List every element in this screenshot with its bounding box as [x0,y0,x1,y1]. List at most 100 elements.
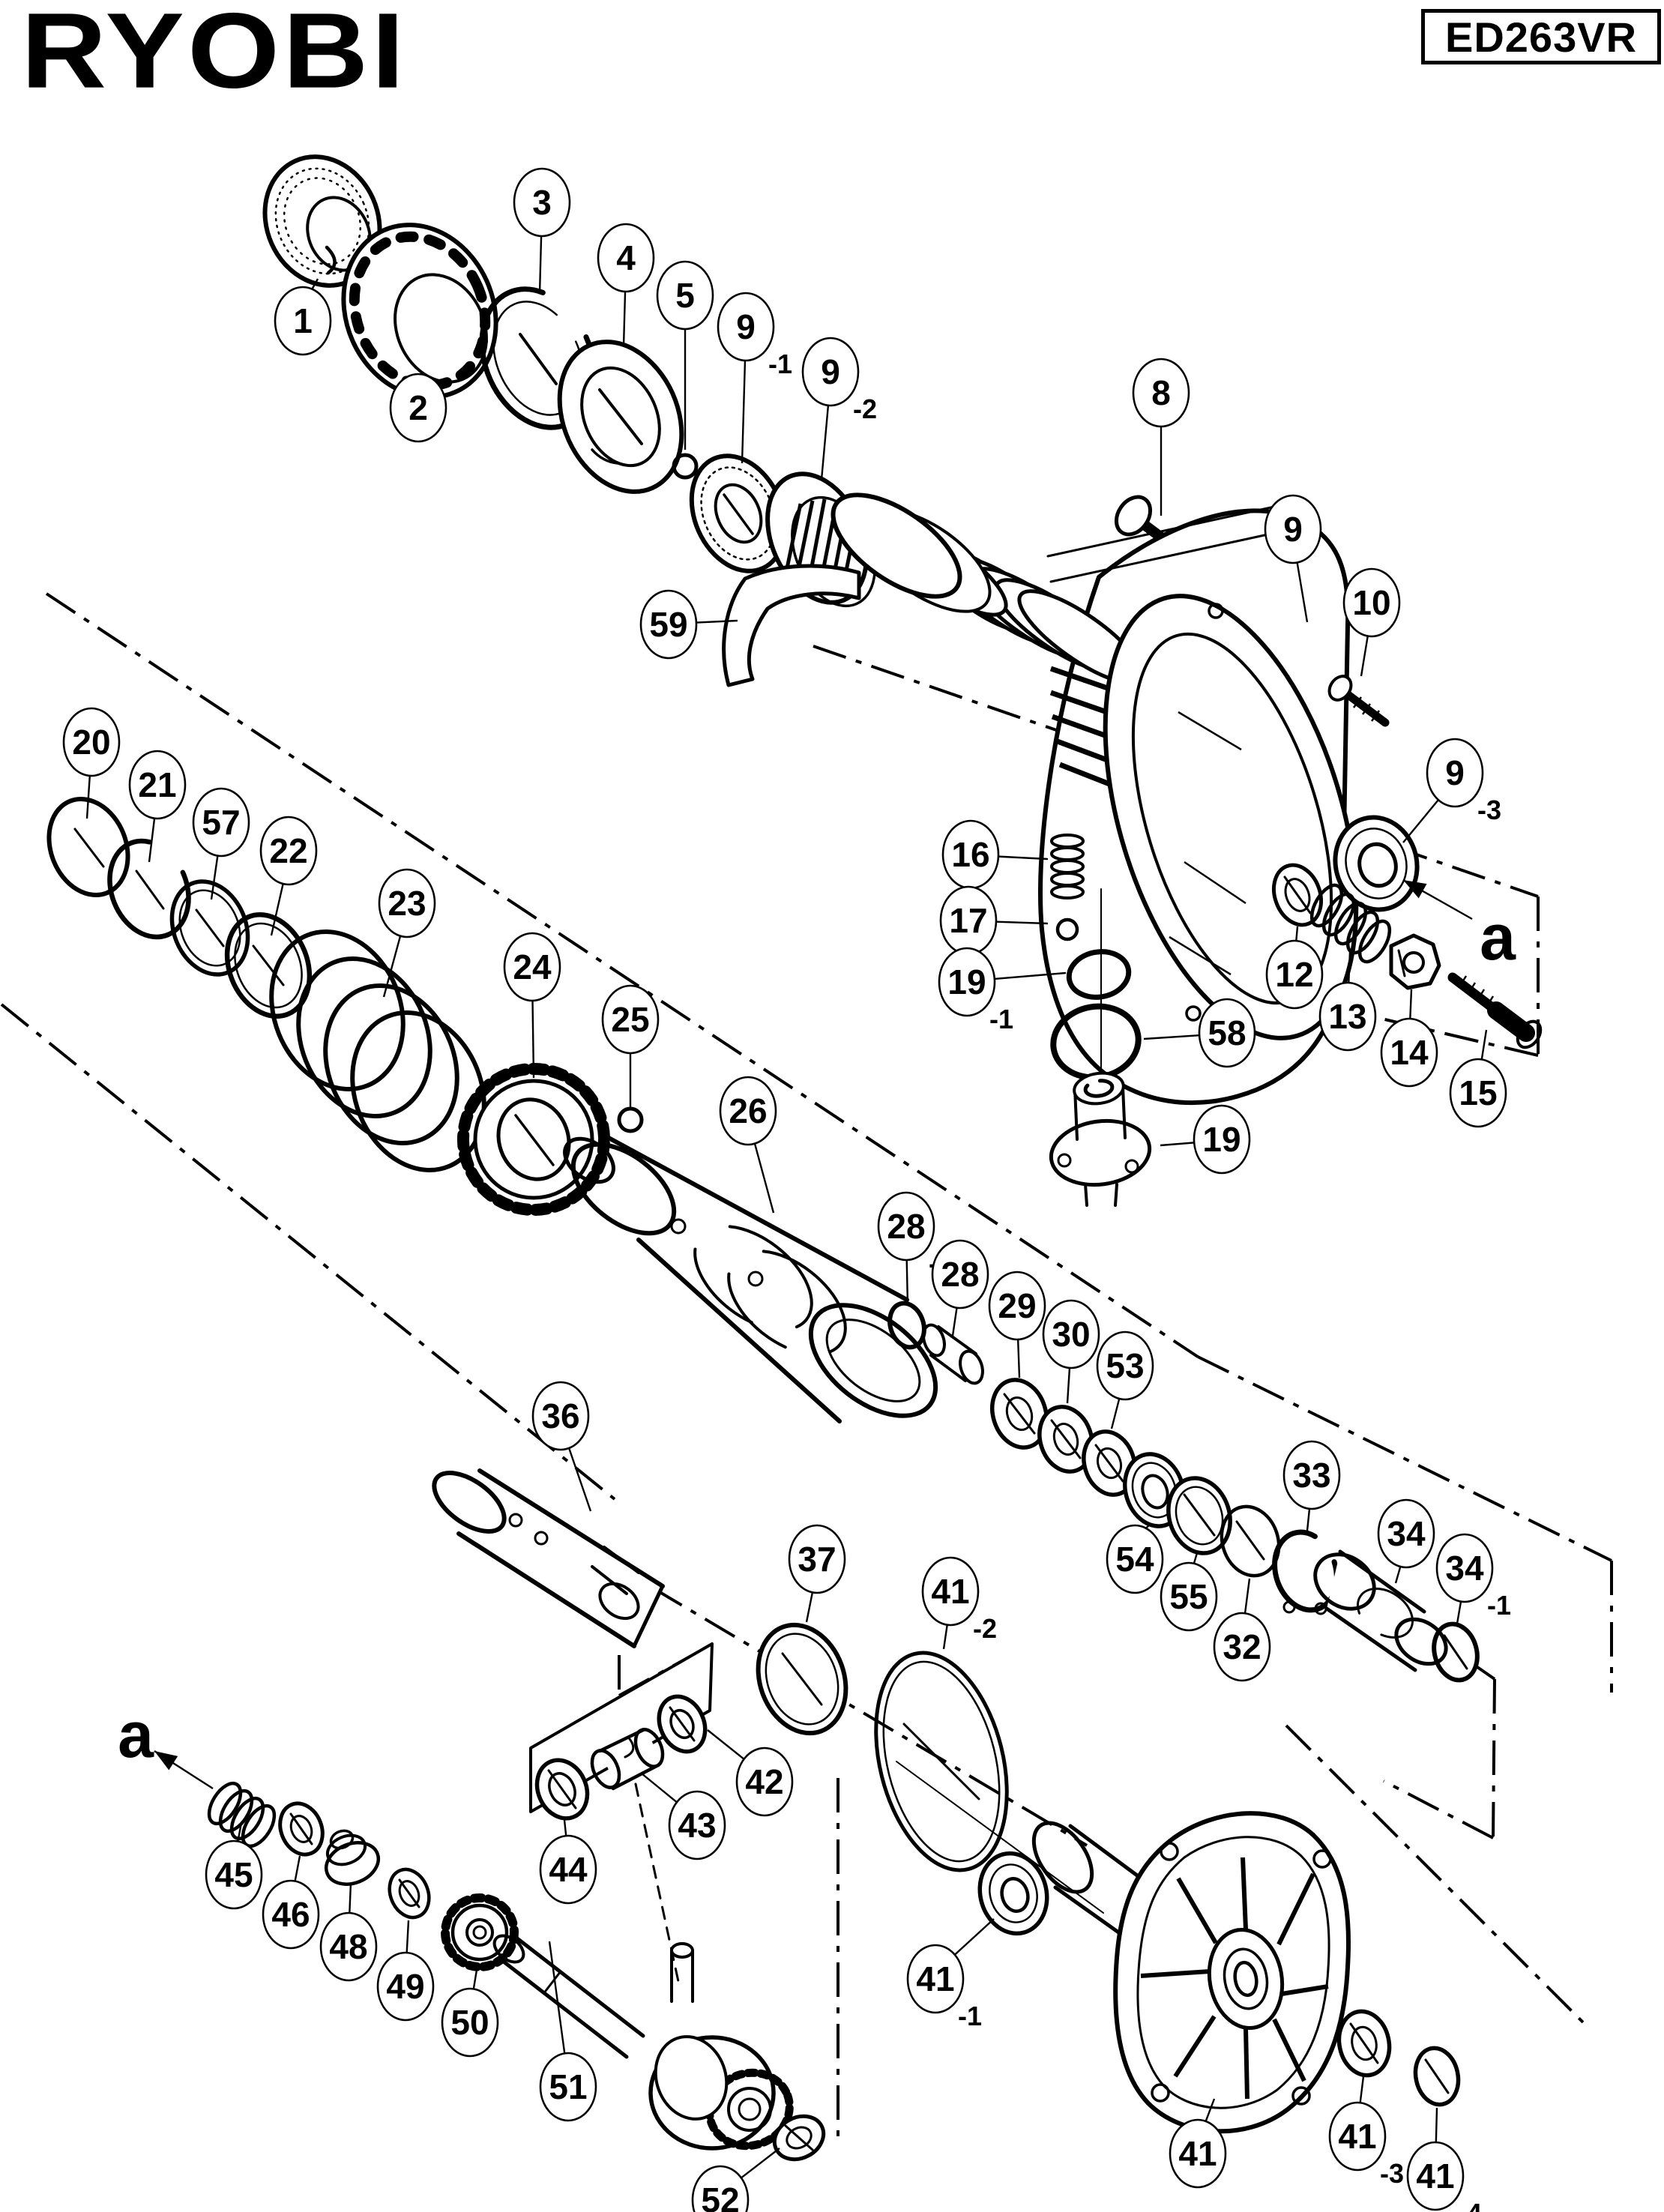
callout-number: 28 [941,1255,979,1294]
callout-number: 54 [1115,1540,1154,1579]
callout-balloon [62,707,121,777]
callout-balloon [668,1790,726,1860]
callout-number: 46 [271,1895,310,1934]
part-23-spring [269,929,486,1172]
callout-balloon [376,1951,435,2022]
boundary-line [1285,1724,1585,2024]
callout-balloon [735,1747,794,1817]
callout-26: 26 [719,1076,777,1214]
callout-number: 59 [649,605,687,644]
part-21-snap-ring [107,838,191,940]
callout-number: 5 [675,276,695,315]
callout-14: 14 [1380,989,1438,1088]
callout-suffix: -1 [989,1004,1013,1034]
callout-number: 44 [549,1850,588,1889]
view-label-a: a [1480,902,1516,974]
callout-leader [531,1000,535,1079]
part-51-crank-shaft [492,1923,794,2151]
callout-balloon [1265,939,1324,1010]
callout-balloon [601,984,660,1055]
callout-number: 30 [1052,1315,1090,1354]
callout-number: 41 [1178,2134,1217,2173]
callout-number: 12 [1275,955,1313,994]
callout-leader [1193,1552,1199,1564]
callout-number: 41 [1338,2117,1376,2156]
part-axis-line-2 [896,1761,1104,1914]
part-36-striker-holder [432,1468,665,1648]
callout-balloon [1328,2101,1387,2172]
callout-balloon [319,1911,378,1982]
callout-balloon [513,167,571,238]
brand-logo: RYOBI [21,0,408,111]
callout-number: 52 [701,2181,739,2212]
view-arrow-head [154,1751,178,1770]
callout-leader [1066,1367,1071,1404]
callout-leader [1394,1566,1402,1584]
callout-leader [567,1447,592,1512]
callout-leader [741,2148,780,2179]
callout-24: 24 [503,932,561,1079]
callout-leader [563,1819,567,1836]
callout-41-3: 41-3 [1328,2076,1404,2189]
callout-balloon [1282,1440,1341,1510]
callout-44: 44 [539,1819,597,1905]
callout-number: 3 [532,183,552,222]
callout-balloon [719,1076,777,1146]
part-43-roller [590,1728,665,1791]
callout-leader [210,855,219,900]
callout-number: 9 [736,307,756,346]
callout-leader [1435,2107,1438,2143]
callout-leader [85,775,91,819]
callout-41-2: 41-2 [921,1556,997,1650]
callout-number: 41 [1416,2157,1454,2196]
callout-leader [406,1920,410,1953]
part-5-steel-ball [672,453,699,480]
callout-number: 41 [931,1572,969,1611]
part-41-inner-cover [1031,1811,1351,2134]
callout-54: 54 [1106,1524,1164,1594]
part-10-screw [1327,675,1390,727]
part-30-washer [1037,1405,1094,1474]
callout-balloon [1169,2118,1227,2189]
callout-leader [951,1307,958,1336]
callout-number: 43 [678,1806,716,1845]
callout-number: 1 [293,301,313,340]
callout-balloon [597,223,655,293]
part-34-1-o-ring [1432,1621,1480,1683]
callout-12: 12 [1265,926,1324,1010]
callout-leader [148,818,156,863]
callout-10: 10 [1342,567,1401,677]
part-9-3-bearing [1333,815,1420,912]
part-28-1-o-ring [887,1301,926,1350]
callout-number: 19 [947,962,986,1001]
callout-42: 42 [707,1729,794,1817]
callout-leader [696,619,738,624]
callout-number: 13 [1328,997,1366,1036]
callout-13: 13 [1318,951,1377,1052]
boundary-line [1197,1355,1612,1562]
callout-leader [1143,1034,1200,1040]
callout-balloon [389,373,447,443]
callout-balloon [274,286,332,356]
callout-leader [1295,926,1299,941]
callout-number: 23 [388,884,426,923]
callout-number: 9 [1283,510,1303,549]
callout-suffix: -1 [1487,1590,1511,1621]
callout-number: 14 [1390,1033,1429,1072]
callout-leader [237,1822,243,1842]
callout-46: 46 [262,1855,320,1950]
callout-leader [1402,799,1439,843]
callout-balloon [1264,494,1322,564]
part-32-ring [1220,1504,1281,1578]
part-42-washer [657,1694,708,1754]
callout-number: 50 [450,2003,489,2042]
view-label-a: a [118,1699,154,1771]
callout-9-3: 9-3 [1402,738,1501,843]
callout-number: 49 [386,1967,424,2006]
callout-23: 23 [378,868,436,998]
callout-leader [294,1855,301,1881]
callout-balloon [1096,1330,1154,1401]
callout-19: 19 [1160,1104,1251,1175]
callout-number: 36 [541,1396,579,1435]
callout-leader [1296,562,1309,623]
